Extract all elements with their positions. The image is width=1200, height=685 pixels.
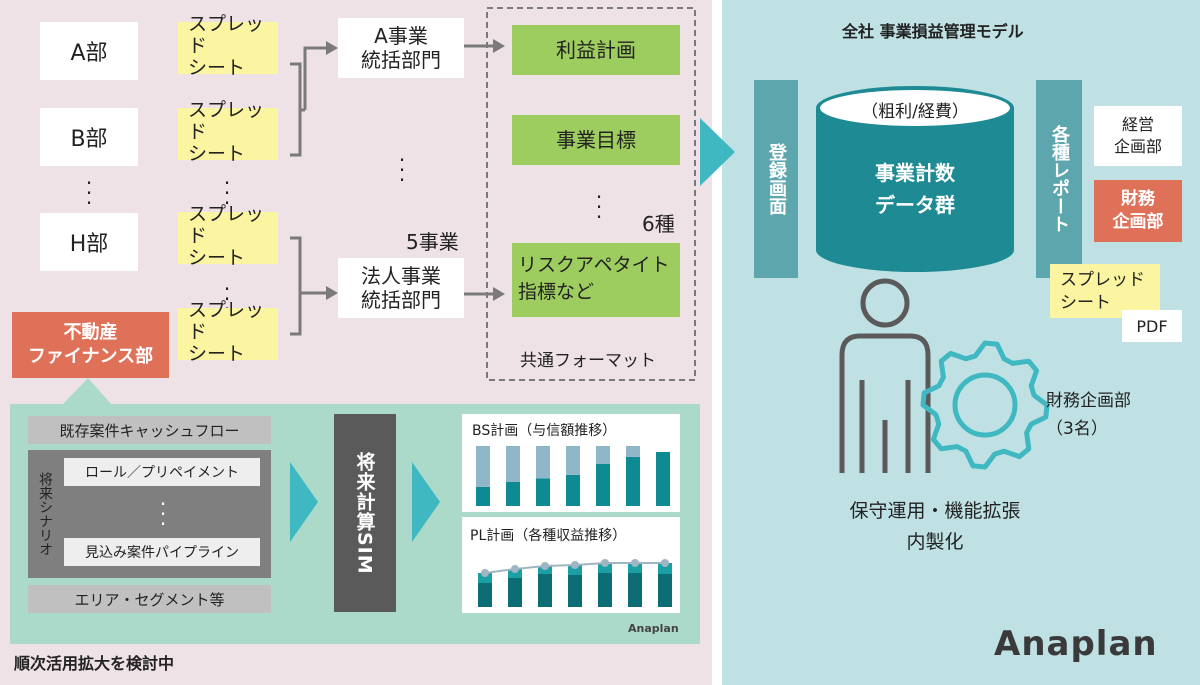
pl-line-point [571, 561, 579, 569]
pl-bar-dark [568, 575, 582, 607]
format-profit-plan: 利益計画 [512, 25, 680, 75]
pl-bar-dark [598, 573, 612, 607]
bs-chart-card: BS計画（与信額推移） [462, 414, 680, 512]
finance-team-label-1: 財務企画部 [1046, 391, 1131, 411]
bs-bar-light [536, 446, 550, 479]
pl-chart-card: PL計画（各種収益推移） [462, 517, 680, 613]
common-format-frame [486, 7, 696, 381]
pl-bar-mid [508, 569, 522, 578]
five-business-label: 5事業 [406, 230, 459, 254]
fudosan-finance-dept: 不動産ファイナンス部 [12, 312, 169, 378]
pl-bar-mid [658, 563, 672, 574]
department-a: A部 [40, 22, 138, 80]
cylinder-label-1: 事業計数 [875, 160, 955, 185]
pl-bar-mid [478, 573, 492, 583]
pl-bar-mid [568, 565, 582, 575]
bs-bar-dark [656, 452, 670, 506]
spreadsheet-note: スプレッドシート [178, 99, 278, 165]
spreadsheet-output: スプレッドシート [1050, 264, 1160, 318]
pl-bar-dark [478, 583, 492, 607]
right-title: 全社 事業損益管理モデル [842, 22, 1024, 41]
ellipsis-vertical: ··· [85, 171, 93, 215]
bs-bar-dark [476, 486, 490, 506]
bs-bar-light [566, 446, 580, 475]
management-planning-dept: 経営企画部 [1094, 106, 1182, 166]
pl-line-point [631, 559, 639, 567]
ellipsis-vertical: ··· [398, 148, 406, 192]
bs-bar-dark [566, 474, 580, 506]
cylinder-top-label: （粗利/経費） [861, 101, 969, 122]
footer-under-consideration: 順次活用拡大を検討中 [14, 654, 175, 673]
pipeline: 見込み案件パイプライン [64, 538, 260, 566]
cylinder-label-2: データ群 [875, 192, 955, 217]
pl-bar-mid [598, 563, 612, 573]
existing-cashflow: 既存案件キャッシュフロー [28, 416, 271, 444]
pl-line-point [541, 562, 549, 570]
anaplan-logo: Anaplan [994, 624, 1158, 664]
unit-corporate-business: 法人事業統括部門 [338, 258, 464, 318]
pl-bar-mid [628, 563, 642, 573]
format-business-target: 事業目標 [512, 115, 680, 165]
bs-bar-light [476, 446, 490, 487]
common-format-label: 共通フォーマット [520, 351, 656, 371]
roll-prepayment: ロール／プリペイメント [64, 458, 260, 486]
finance-planning-dept: 財務企画部 [1094, 180, 1182, 242]
maintenance-label-1: 保守運用・機能拡張 [849, 499, 1021, 522]
pl-line-point [601, 559, 609, 567]
future-scenario-label: 将来シナリオ [37, 472, 53, 556]
finance-team-label-2: （3名） [1046, 419, 1108, 439]
bs-bar-light [596, 446, 610, 464]
registration-screen: 登録画面 [754, 80, 798, 278]
pl-chart-title: PL計画（各種収益推移） [470, 528, 627, 544]
bs-bar-light [506, 446, 520, 482]
pdf-output: PDF [1122, 310, 1182, 342]
spreadsheet-note: スプレッドシート [178, 203, 278, 269]
pl-line-point [481, 569, 489, 577]
spreadsheet-note: スプレッドシート [178, 13, 278, 79]
bs-bar-light [626, 446, 640, 457]
six-types-label: 6種 [642, 212, 675, 236]
unit-a-business: A事業統括部門 [338, 18, 464, 78]
pl-chart [478, 559, 672, 607]
ellipsis-vertical: ··· [159, 492, 167, 536]
ellipsis-vertical: ··· [595, 185, 603, 229]
pl-bar-dark [658, 574, 672, 607]
ellipsis-vertical: ··· [223, 171, 231, 215]
pl-bar-dark [628, 573, 642, 607]
various-reports: 各種レポート [1036, 80, 1082, 278]
anaplan-small-logo: Anaplan [628, 622, 679, 635]
pl-bar-dark [508, 578, 522, 607]
area-segment: エリア・セグメント等 [28, 585, 271, 613]
maintenance-label-2: 内製化 [906, 530, 964, 553]
bs-chart-title: BS計画（与信額推移） [472, 423, 617, 439]
pl-line-point [661, 559, 669, 567]
future-calc-sim: 将来計算SIM [334, 414, 396, 612]
big-arrow-right [700, 118, 735, 186]
bs-bar-dark [536, 478, 550, 506]
department-b: B部 [40, 108, 138, 166]
department-h: H部 [40, 213, 138, 271]
bs-bar-dark [506, 482, 520, 506]
bs-bar-dark [596, 464, 610, 506]
format-risk-appetite: リスクアペタイト 指標など [512, 243, 680, 317]
bs-chart [476, 446, 670, 506]
bs-bar-dark [626, 456, 640, 506]
pl-bar-dark [538, 574, 552, 607]
pl-line-point [511, 565, 519, 573]
spreadsheet-note: スプレッドシート [178, 299, 278, 365]
